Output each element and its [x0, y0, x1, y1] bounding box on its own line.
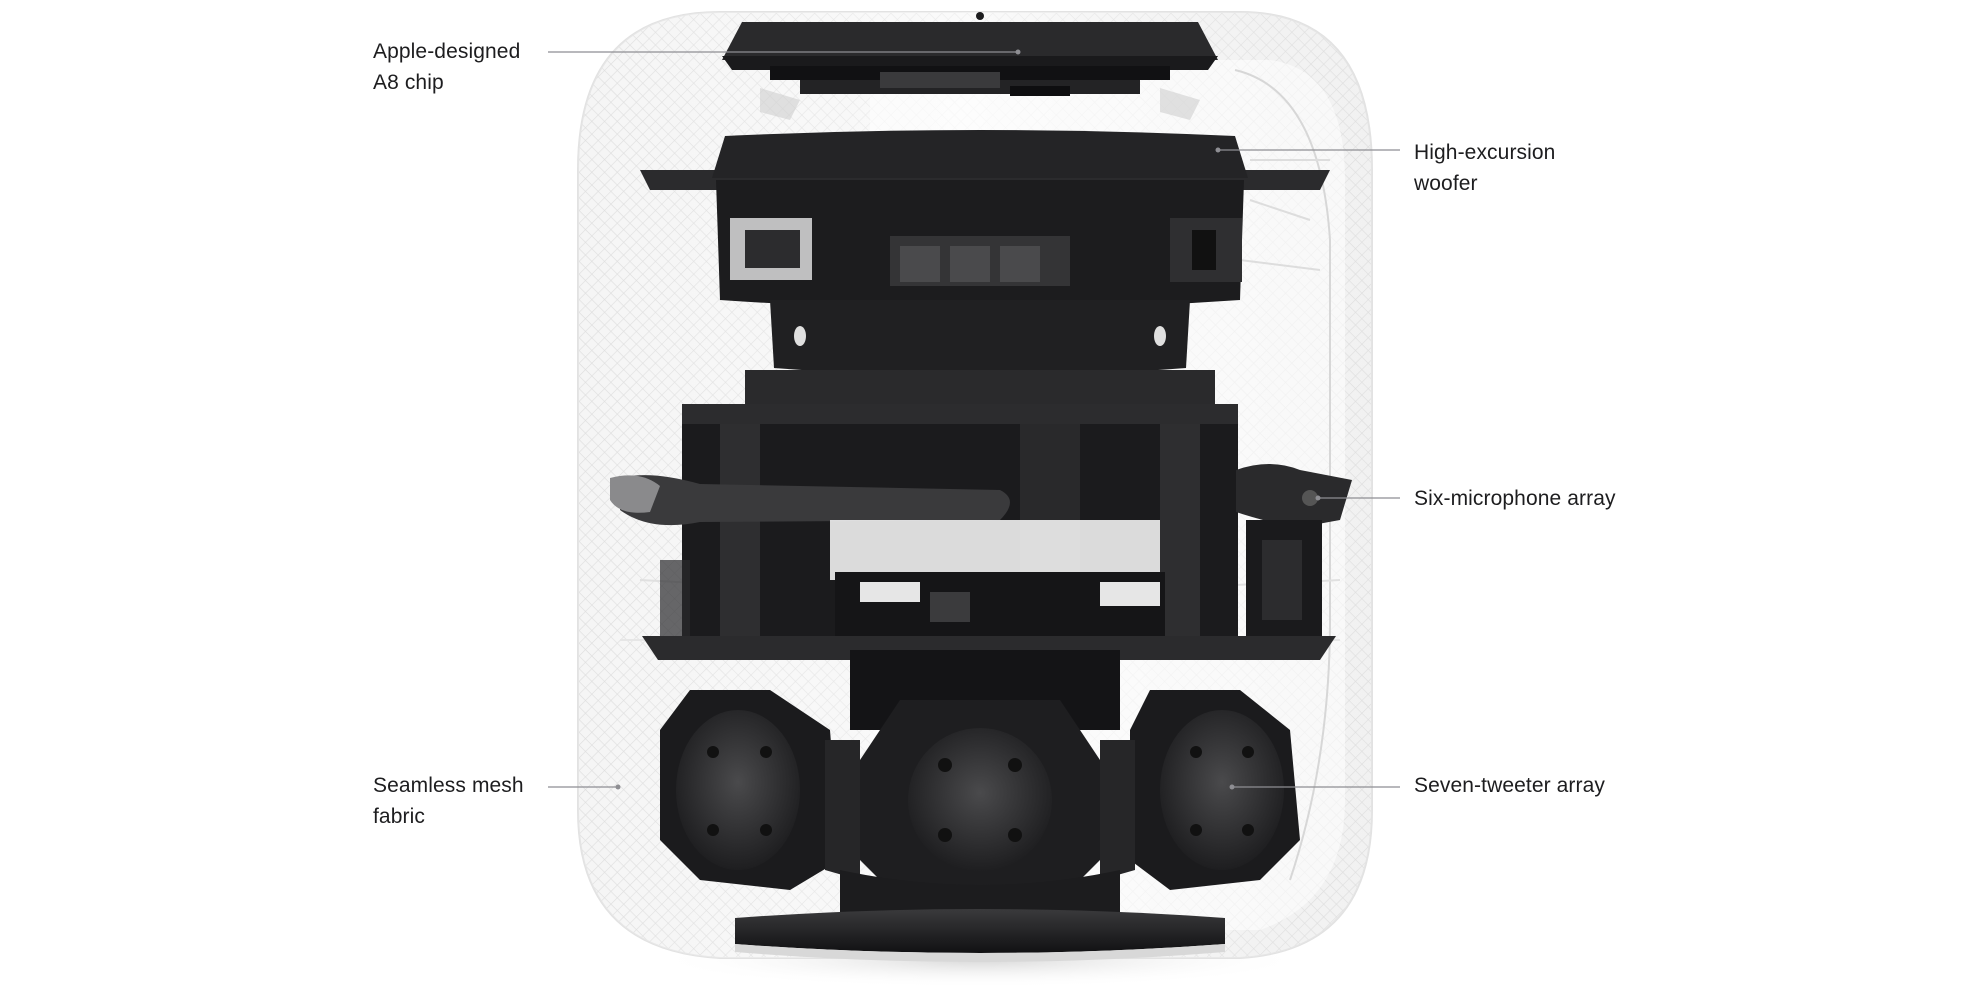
leader-dot-woofer	[1215, 147, 1221, 153]
tweeter-right	[1130, 690, 1300, 890]
leader-dot-a8	[1015, 49, 1021, 55]
callout-tweeter-array-line1: Seven-tweeter array	[1414, 774, 1605, 797]
leader-dots	[615, 49, 1321, 790]
callout-tweeter-array: Seven-tweeter array	[1414, 770, 1605, 801]
callout-a8-chip: Apple-designed A8 chip	[373, 36, 520, 98]
callout-mesh-fabric: Seamless mesh fabric	[373, 770, 524, 832]
callout-woofer-line2: woofer	[1414, 172, 1478, 195]
callout-mesh-fabric-line1: Seamless mesh	[373, 774, 524, 797]
callout-a8-chip-line1: Apple-designed	[373, 40, 521, 63]
callout-woofer: High-excursion woofer	[1414, 137, 1555, 199]
callout-a8-chip-line2: A8 chip	[373, 71, 444, 94]
leader-dot-mic	[1315, 495, 1321, 501]
callout-woofer-line1: High-excursion	[1414, 141, 1556, 164]
callout-microphone-array: Six-microphone array	[1414, 483, 1616, 514]
leader-dot-mesh	[615, 784, 621, 790]
a8-chip-board	[722, 12, 1218, 120]
leader-dot-tweeter	[1229, 784, 1235, 790]
callout-mesh-fabric-line2: fabric	[373, 805, 425, 828]
leader-lines	[548, 51, 1400, 788]
tweeter-array	[660, 650, 1300, 900]
base	[735, 870, 1225, 962]
callout-microphone-array-line1: Six-microphone array	[1414, 487, 1616, 510]
tweeter-left	[660, 690, 840, 890]
chassis-assembly	[610, 404, 1352, 660]
woofer-assembly	[640, 130, 1330, 408]
tweeter-center	[860, 700, 1100, 900]
